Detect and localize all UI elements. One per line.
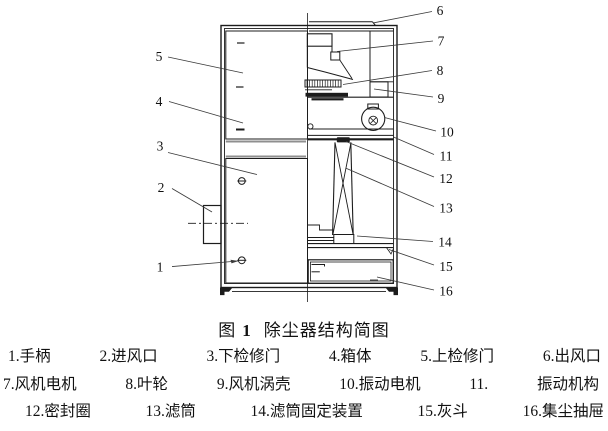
legend-item: 10.振动电机 — [339, 375, 421, 393]
legend-item: 7.风机电机 — [3, 375, 77, 393]
legend-item: 12.密封圈 — [25, 403, 91, 420]
legend-item: 1.手柄 — [8, 348, 51, 365]
leader-7 — [336, 40, 434, 52]
leader-9 — [373, 88, 434, 98]
dust-drawer — [307, 259, 394, 284]
legend-item: 4.箱体 — [328, 348, 372, 365]
callout-1: 1 — [157, 260, 164, 275]
leader-13 — [345, 167, 435, 207]
plate-pivot — [307, 123, 314, 130]
filter-bottom-cap — [333, 234, 355, 244]
leader-6 — [373, 11, 433, 24]
callout-9: 9 — [438, 91, 445, 106]
leader-1 — [171, 260, 239, 268]
legend-row-3: 12.密封圈 13.滤筒 14.滤筒固定装置 15.灰斗 16.集尘抽屉 — [0, 398, 608, 426]
callout-12: 12 — [439, 171, 453, 186]
callout-11: 11 — [440, 149, 453, 164]
callout-7: 7 — [438, 34, 445, 49]
legend-item: 13.滤筒 — [145, 403, 196, 420]
filter-cartridge — [307, 142, 355, 244]
legend-item: 5.上检修门 — [420, 348, 495, 365]
filter-cross-1 — [334, 142, 354, 235]
fan-motor — [306, 33, 333, 47]
leader-1-arrow — [230, 259, 239, 264]
filter-cross-2 — [332, 142, 352, 235]
fan-assembly — [304, 31, 394, 101]
leader-15 — [388, 249, 435, 266]
vibration-motor-hub — [368, 115, 379, 126]
upper-access-door — [225, 30, 308, 140]
callout-13: 13 — [439, 201, 453, 216]
legend-item: 2.进风口 — [99, 348, 158, 365]
legend-item: 8.叶轮 — [125, 375, 169, 393]
right-foot — [385, 287, 398, 296]
seal-ring — [336, 137, 350, 143]
callout-16: 16 — [439, 284, 453, 299]
filter-wall-right — [350, 142, 354, 236]
leader-10 — [384, 117, 437, 132]
leader-2 — [171, 188, 213, 213]
legend-item: 9.风机涡壳 — [216, 375, 291, 393]
legend-item: 6.出风口 — [542, 348, 601, 365]
left-foot — [220, 287, 233, 296]
air-inlet — [188, 204, 248, 245]
leader-14 — [356, 235, 434, 242]
hopper-and-drawer — [307, 243, 394, 284]
legend-item: 3.下检修门 — [206, 348, 281, 365]
cabinet-outer-wall — [220, 24, 398, 289]
vibration-unit — [307, 103, 394, 143]
shaft-coupling — [330, 51, 341, 61]
inlet-duct — [202, 204, 222, 245]
figure-label: 图 — [218, 321, 237, 340]
legend-item: 14.滤筒固定装置 — [250, 403, 363, 420]
legend-item: 15.灰斗 — [417, 403, 468, 420]
callout-5: 5 — [156, 49, 163, 64]
drawer-handle — [311, 264, 325, 267]
vibration-motor — [361, 106, 386, 131]
hub-cross-2 — [370, 117, 377, 124]
leader-3 — [167, 152, 258, 175]
leader-16 — [376, 276, 435, 291]
shaft-diagonal — [339, 59, 353, 79]
legend-item: 11. — [469, 375, 489, 393]
figure-title-text: 除尘器结构简图 — [263, 321, 390, 340]
motor-funnel — [307, 67, 354, 80]
legend-item: 16.集尘抽屉 — [522, 403, 604, 420]
impeller-hatch — [306, 80, 339, 87]
dust-drawer-inner — [309, 261, 392, 282]
leader-11 — [393, 136, 435, 155]
filter-fixing-bracket — [307, 224, 334, 235]
leader-lines — [167, 11, 437, 291]
leader-4 — [168, 101, 244, 124]
legend-item: 振动机构 — [536, 375, 599, 393]
figure-number: 1 — [242, 321, 252, 340]
filter-wall-left — [332, 142, 336, 236]
drawer-mark — [370, 279, 378, 282]
callout-3: 3 — [157, 139, 164, 154]
callout-8: 8 — [437, 63, 444, 78]
legend-row-1: 1.手柄 2.进风口 3.下检修门 4.箱体 5.上检修门 6.出风口 — [0, 343, 608, 371]
callout-numbers: 1 2 3 4 5 6 7 8 9 10 11 12 13 14 15 16 — [156, 3, 454, 299]
vibration-motor-cap — [367, 103, 379, 110]
access-doors — [225, 30, 308, 284]
callout-2: 2 — [158, 180, 165, 195]
fan-inlet-band — [305, 92, 348, 97]
outlet-duct-step — [372, 21, 376, 26]
leader-8 — [342, 70, 433, 85]
leader-12 — [345, 141, 435, 178]
callout-15: 15 — [439, 259, 453, 274]
fan-chamber-floor-thick — [311, 98, 344, 101]
impeller — [304, 79, 342, 88]
lower-access-door — [225, 158, 308, 284]
callout-14: 14 — [438, 235, 452, 250]
callout-4: 4 — [156, 94, 163, 109]
callout-10: 10 — [440, 125, 454, 140]
dust-collector-diagram: 1 2 3 4 5 6 7 8 9 10 11 12 13 14 15 16 — [156, 3, 454, 302]
callout-6: 6 — [437, 3, 444, 18]
legend-row-2: 7.风机电机 8.叶轮 9.风机涡壳 10.振动电机 11. 振动机构 — [0, 371, 608, 399]
leader-5 — [167, 56, 244, 74]
